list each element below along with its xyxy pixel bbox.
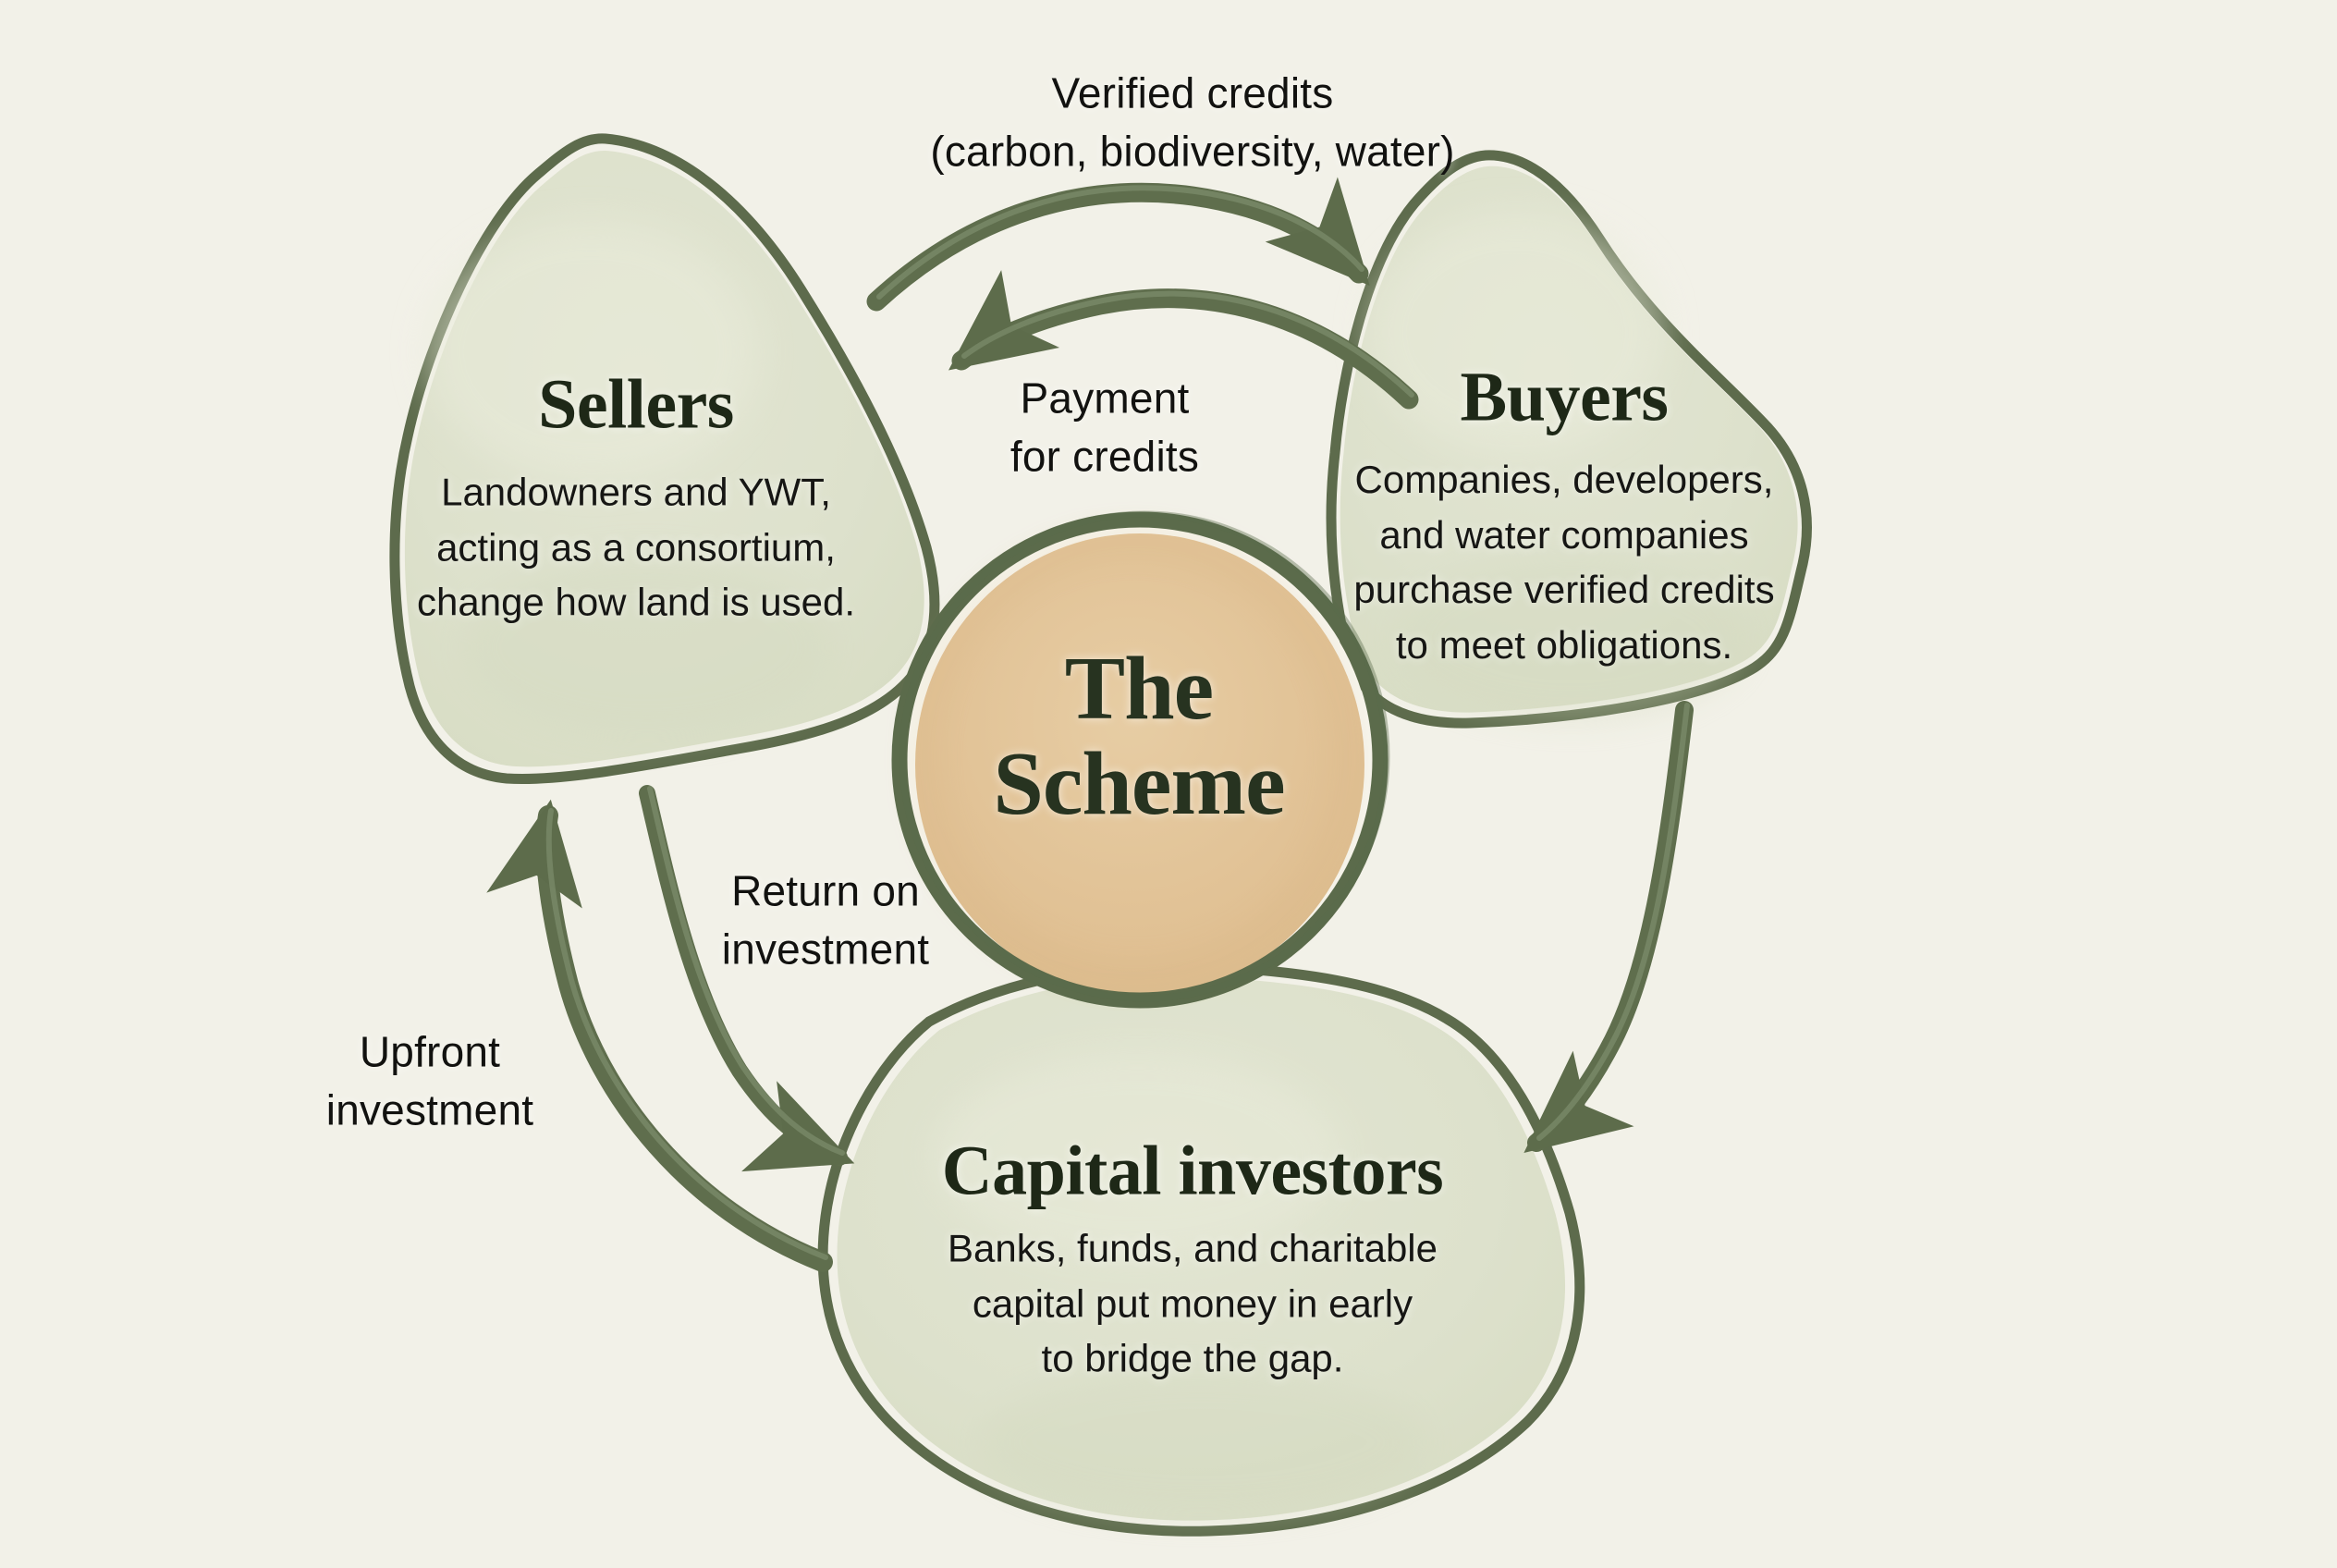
- center-title: The Scheme: [993, 639, 1285, 834]
- flow-arrows: [486, 177, 1694, 1272]
- buyers-description: Companies, developers, and water compani…: [1353, 457, 1775, 667]
- center-disc: [915, 533, 1364, 996]
- buyers-title: Buyers: [1460, 358, 1670, 436]
- buyers-node-shape: [1326, 150, 1812, 729]
- capital-investors-title: Capital investors: [941, 1132, 1444, 1210]
- arrow-upfront-investment: [486, 799, 833, 1272]
- return-on-investment-label: Return on investment: [721, 866, 930, 974]
- capital-investors-outline: [817, 960, 1585, 1537]
- center-ring: [891, 511, 1389, 1009]
- arrow-verified-credits: [866, 177, 1370, 312]
- payment-for-credits-label: Payment for credits: [1009, 374, 1200, 481]
- sellers-description: Landowners and YWT, acting as a consorti…: [417, 470, 855, 624]
- capital-investors-description: Banks, funds, and charitable capital put…: [947, 1226, 1438, 1380]
- arrow-buyers-to-capital: [1523, 701, 1694, 1153]
- center-circle: [891, 510, 1390, 1009]
- sellers-title: Sellers: [538, 365, 734, 444]
- arrow-return-on-investment: [639, 785, 855, 1172]
- verified-credits-label: Verified credits (carbon, biodiversity, …: [930, 68, 1455, 176]
- sellers-node-shape: [389, 133, 940, 784]
- upfront-investment-label: Upfront investment: [325, 1027, 534, 1134]
- arrow-payment-for-credits: [948, 270, 1419, 410]
- capital-investors-node-shape: [817, 960, 1585, 1537]
